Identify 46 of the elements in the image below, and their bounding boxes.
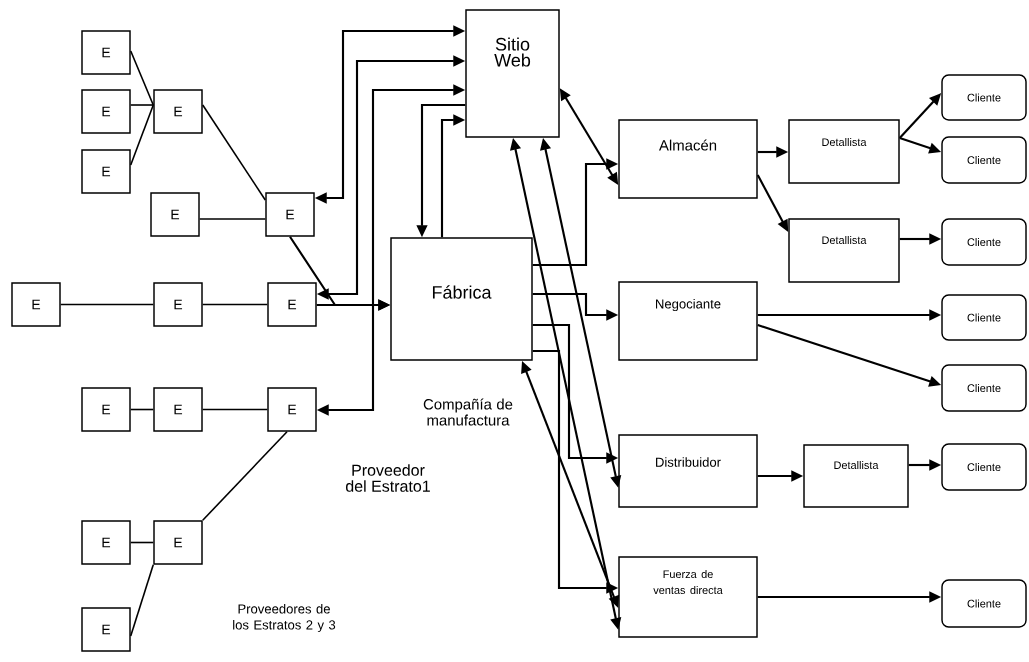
- supplier-box: E: [81, 607, 131, 652]
- process-box: Detallista: [803, 444, 909, 508]
- supplier-box: E: [81, 89, 131, 134]
- supplier-box: E: [11, 282, 61, 327]
- customer-box: Cliente: [941, 294, 1027, 341]
- supplier-box: E: [153, 282, 203, 327]
- supplier-box: E: [267, 387, 317, 432]
- supplier-box: E: [81, 387, 131, 432]
- process-box: Detallista: [788, 119, 900, 184]
- customer-box: Cliente: [941, 136, 1027, 184]
- customer-box: Cliente: [941, 579, 1027, 628]
- connector-line: [201, 303, 269, 306]
- process-box: Sitio Web: [465, 9, 560, 138]
- connector-line: [129, 541, 155, 544]
- connector-line: [59, 303, 155, 306]
- customer-box: Cliente: [941, 218, 1027, 266]
- connector-line: [129, 50, 155, 106]
- supplier-box: E: [81, 520, 131, 565]
- supplier-box: E: [150, 192, 200, 237]
- process-box: Detallista: [788, 218, 900, 283]
- customer-box: Cliente: [941, 443, 1027, 491]
- supplier-box: E: [81, 149, 131, 194]
- customer-box: Cliente: [941, 364, 1027, 412]
- process-box: Negociante: [618, 281, 758, 361]
- supplier-box: E: [153, 387, 203, 432]
- connector-line: [201, 104, 267, 201]
- process-box: Fuerza de ventas directa: [618, 556, 758, 638]
- connector-line: [129, 104, 155, 166]
- process-box: Fábrica: [390, 237, 533, 361]
- supplier-box: E: [153, 520, 203, 565]
- note-text: Proveedores de los Estratos 2 y 3: [233, 603, 336, 633]
- process-box: Almacén: [618, 119, 758, 199]
- note-text: Proveedor del Estrato1: [346, 464, 430, 492]
- customer-box: Cliente: [941, 74, 1027, 121]
- connector-line: [129, 408, 155, 411]
- connector-line: [129, 563, 155, 637]
- supplier-box: E: [153, 89, 203, 134]
- supplier-box: E: [267, 282, 317, 327]
- connector-line: [129, 104, 155, 106]
- connector-line: [201, 408, 269, 411]
- supplier-box: E: [265, 192, 315, 237]
- supplier-box: E: [81, 30, 131, 75]
- note-text: Compañía de manufactura: [423, 398, 513, 426]
- connector-line: [201, 430, 288, 522]
- process-box: Distribuidor: [618, 434, 758, 508]
- connector-line: [198, 218, 267, 220]
